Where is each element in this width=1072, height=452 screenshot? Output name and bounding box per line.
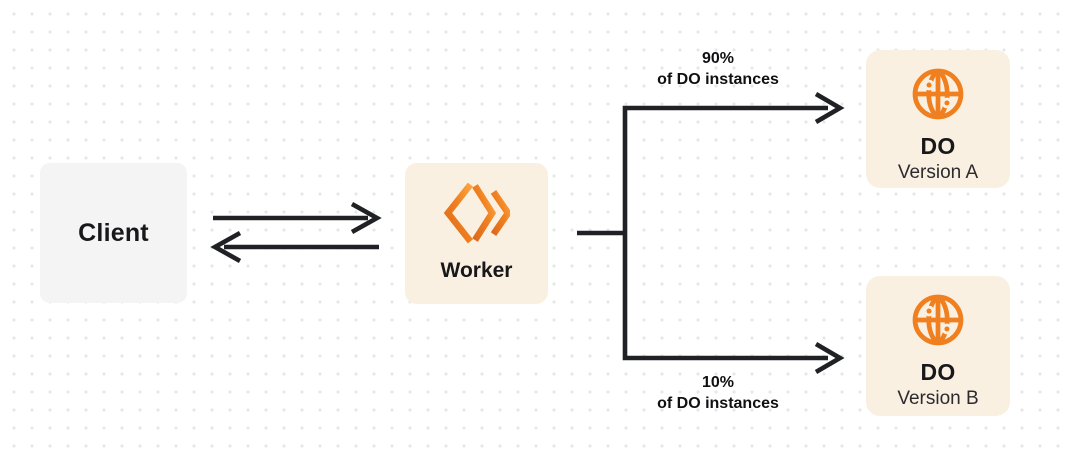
worker-label: Worker [440, 259, 513, 282]
do-version-b-node: DO Version B [866, 276, 1010, 416]
arrow-to-version-b-head [814, 342, 845, 374]
cloudflare-workers-logo-icon [443, 182, 510, 244]
globe-icon [912, 68, 964, 120]
do-a-subtitle: Version A [897, 162, 979, 183]
do-b-title: DO [920, 359, 956, 385]
arrow-worker-to-client-head [210, 230, 242, 264]
worker-node: Worker [405, 163, 548, 304]
route-percent: 90% [701, 50, 735, 67]
route-label-version-b: 10% of DO instances [593, 372, 843, 414]
route-percent: 10% [701, 374, 735, 391]
do-version-a-node: DO Version A [866, 50, 1010, 188]
arrow-client-to-worker-head [350, 201, 382, 235]
route-caption: of DO instances [657, 71, 779, 88]
client-node: Client [40, 163, 187, 303]
do-a-title: DO [920, 133, 956, 159]
route-caption: of DO instances [657, 395, 779, 412]
client-label: Client [78, 218, 149, 247]
arrow-to-version-a-head [814, 92, 845, 124]
globe-icon [912, 294, 964, 346]
route-label-version-a: 90% of DO instances [593, 48, 843, 90]
do-b-subtitle: Version B [897, 388, 979, 409]
branch-split-line [622, 105, 828, 361]
